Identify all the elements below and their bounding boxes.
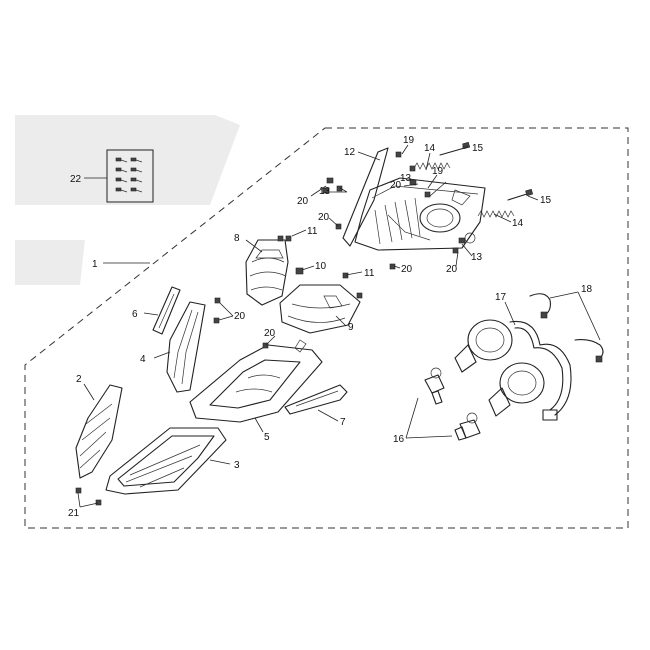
callout-2: 2: [76, 374, 82, 385]
part-inner-lamp-right: [279, 284, 361, 334]
background-watermark: [15, 115, 240, 285]
assembly-boundary: [24, 127, 629, 529]
callout-6: 6: [132, 309, 138, 320]
callout-21: 21: [68, 508, 80, 519]
callout-11-upper: 11: [307, 226, 318, 237]
callout-12: 12: [344, 147, 356, 158]
callout-20-left-upper: 20: [297, 196, 309, 207]
part-outer-lens-left: [75, 384, 123, 479]
part-reflector-strip: [152, 286, 181, 335]
callout-10: 10: [315, 261, 327, 272]
callout-16: 16: [393, 434, 405, 445]
callout-20-body: 20: [264, 328, 276, 339]
part-small-fasteners: [75, 151, 466, 506]
callout-20-right: 20: [446, 264, 458, 275]
callout-20-top: 20: [390, 180, 402, 191]
callout-19-right: 19: [432, 166, 444, 177]
part-side-lens: [166, 301, 206, 393]
callout-13-right: 13: [471, 252, 483, 263]
callout-20-middle: 20: [401, 264, 413, 275]
callout-3: 3: [234, 460, 240, 471]
callout-13-upper: 13: [400, 173, 412, 184]
callout-7: 7: [340, 417, 346, 428]
callout-20-lamp: 20: [234, 311, 246, 322]
callout-19-upper: 19: [403, 135, 415, 146]
callout-14-upper: 14: [424, 143, 436, 154]
callout-15-upper: 15: [472, 143, 484, 154]
callout-labels: 22 1 2 3 4 5 6 7 8 9 10 11 11 12 13 13 1…: [68, 135, 593, 519]
part-outer-lens-main: [105, 427, 227, 495]
part-housing-frame: [342, 147, 486, 251]
part-connectors: [529, 293, 604, 363]
callout-13-left: 13: [319, 186, 331, 197]
part-inner-lamp-left: [245, 239, 289, 306]
callout-22: 22: [70, 174, 82, 185]
part-bulbs: [424, 367, 481, 441]
callout-18: 18: [581, 284, 593, 295]
part-headlamp-body: [189, 339, 323, 423]
part-springs: [413, 162, 515, 218]
callout-1: 1: [92, 259, 98, 270]
callout-14-lower: 14: [512, 218, 524, 229]
callout-8: 8: [234, 233, 240, 244]
callout-9: 9: [348, 322, 354, 333]
callout-5: 5: [264, 432, 270, 443]
part-wiring-harness: [454, 319, 572, 421]
callout-20-left: 20: [318, 212, 330, 223]
callout-11-lower: 11: [364, 268, 375, 279]
leader-lines: [77, 144, 601, 508]
part-screw-kit: [106, 149, 154, 203]
part-trim-strip: [284, 384, 348, 415]
callout-17: 17: [495, 292, 507, 303]
callout-4: 4: [140, 354, 146, 365]
callout-15-lower: 15: [540, 195, 552, 206]
